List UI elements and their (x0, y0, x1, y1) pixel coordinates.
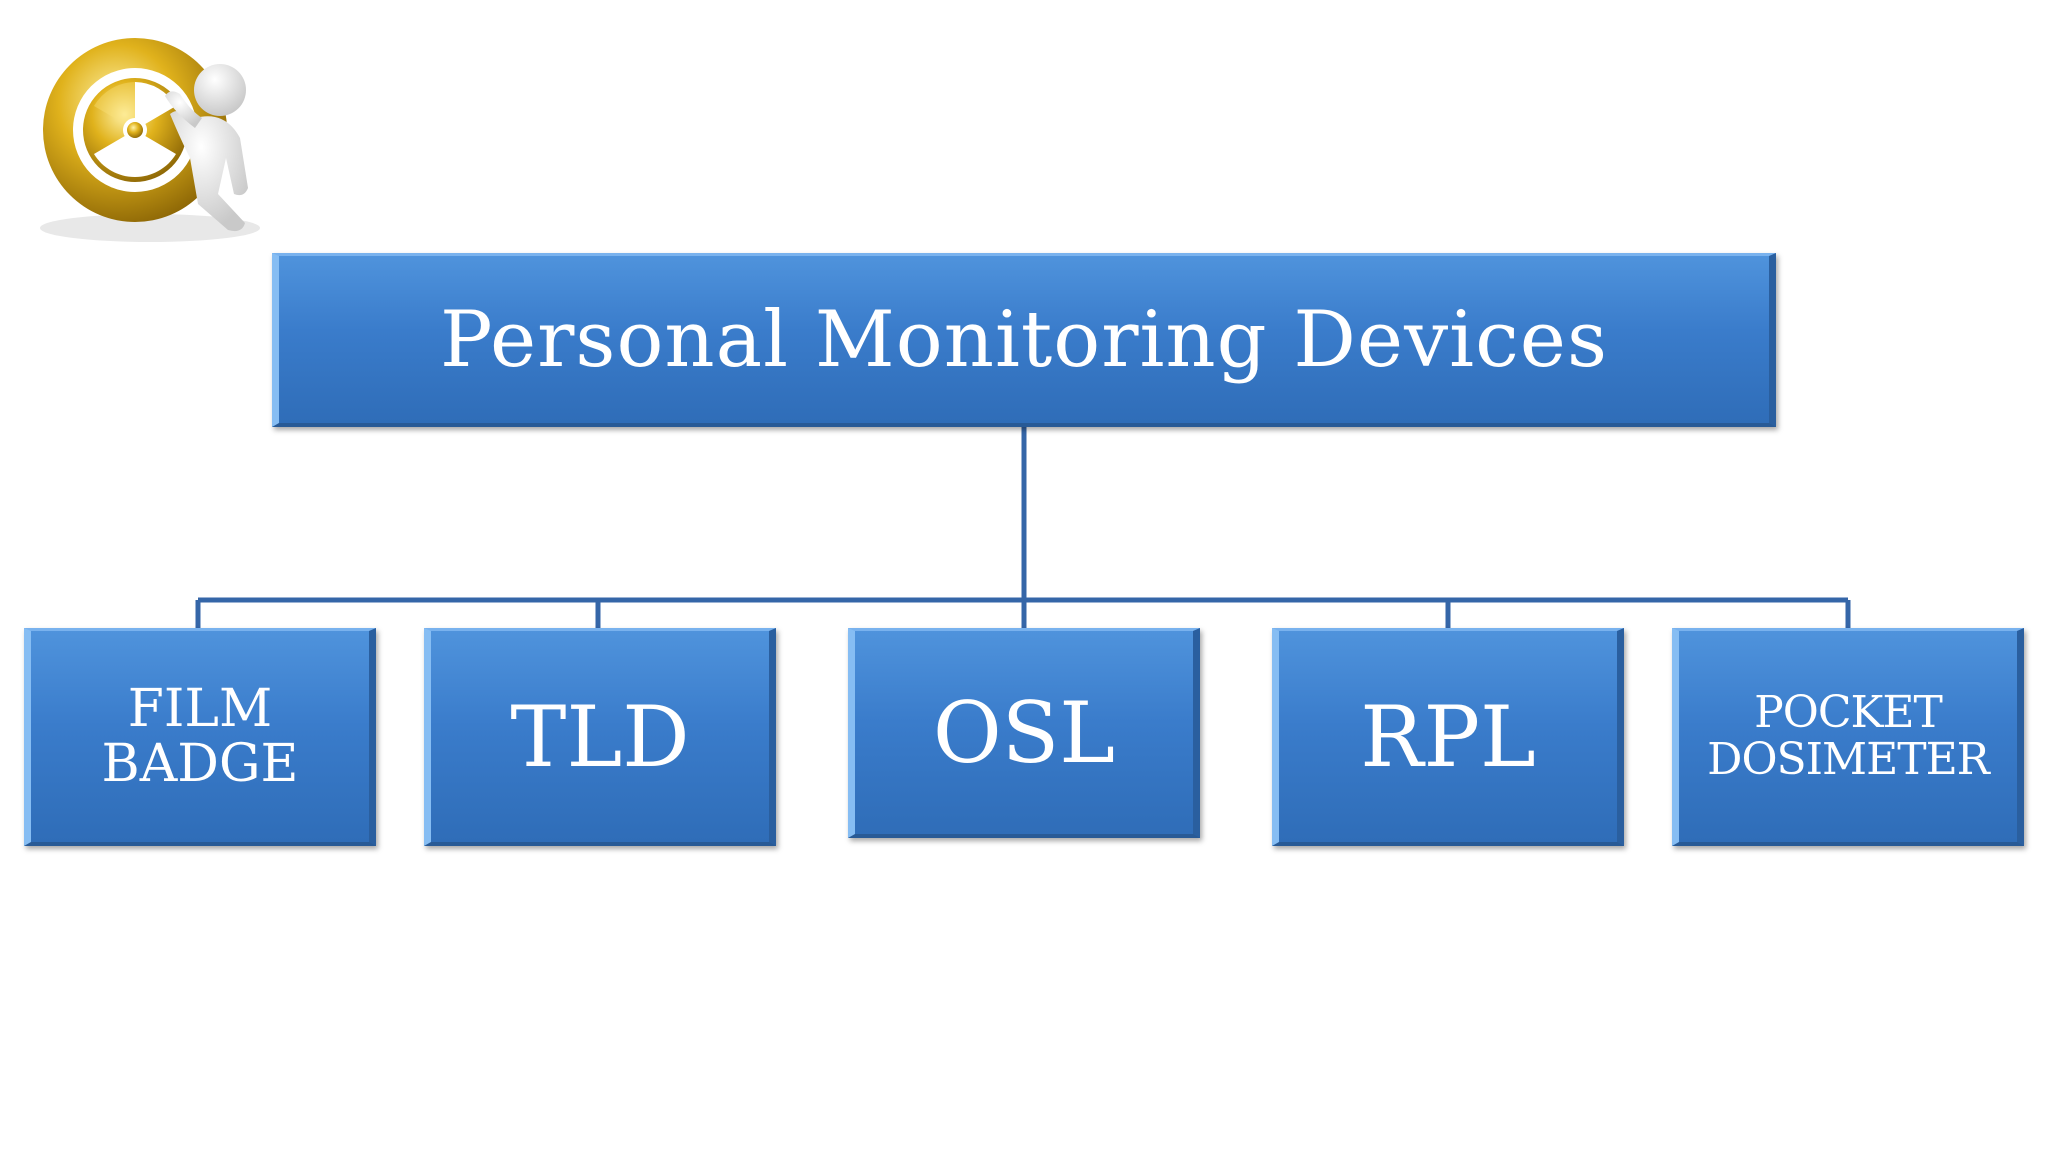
radiation-symbol-with-figure-icon (40, 38, 260, 242)
child-node-label: RPL (1360, 687, 1536, 786)
child-node-label: POCKET DOSIMETER (1707, 687, 1990, 785)
child-node-label: TLD (510, 687, 690, 786)
child-node-pocket-dosimeter: POCKET DOSIMETER (1672, 628, 2024, 846)
root-node-personal-monitoring-devices: Personal Monitoring Devices (272, 253, 1776, 427)
root-node-label: Personal Monitoring Devices (440, 294, 1608, 385)
child-node-osl: OSL (848, 628, 1200, 838)
child-node-label: FILM BADGE (101, 678, 299, 794)
child-node-label: OSL (932, 683, 1116, 782)
child-node-film-badge: FILM BADGE (24, 628, 376, 846)
child-node-rpl: RPL (1272, 628, 1624, 846)
child-node-tld: TLD (424, 628, 776, 846)
